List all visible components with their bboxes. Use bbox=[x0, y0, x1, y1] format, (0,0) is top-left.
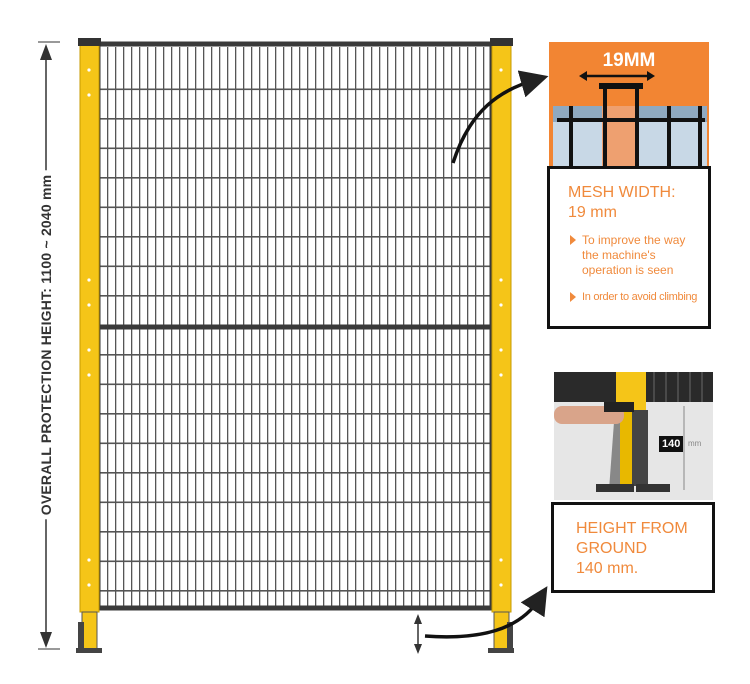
bullet-text: In order to avoid climbing bbox=[582, 291, 698, 303]
bullet-text: To improve the way the machine's operati… bbox=[582, 233, 686, 277]
ground-height-image-label: 140 bbox=[659, 436, 684, 452]
left-post bbox=[76, 38, 102, 653]
ground-detail-photo: 140 mm bbox=[554, 372, 713, 500]
ground-height-title-1: HEIGHT FROM bbox=[576, 520, 688, 537]
ground-height-value: 140 mm. bbox=[576, 560, 639, 577]
overall-height-label: OVERALL PROTECTION HEIGHT: 1100 ~ 2040 m… bbox=[38, 170, 54, 520]
mesh-width-image-label: 19MM bbox=[602, 50, 656, 71]
bullet-visibility: To improve the way the machine's operati… bbox=[568, 233, 698, 278]
bullet-triangle-icon bbox=[570, 235, 576, 245]
mesh-width-title: MESH WIDTH: bbox=[568, 184, 676, 201]
ground-height-image-unit: mm bbox=[688, 439, 702, 448]
right-post bbox=[488, 38, 514, 653]
mesh-width-info-box: MESH WIDTH: 19 mm To improve the way the… bbox=[547, 166, 711, 329]
ground-gap-arrow bbox=[414, 614, 422, 654]
ground-height-title-2: GROUND bbox=[576, 540, 648, 557]
mesh-detail-image: 19MM bbox=[549, 42, 709, 170]
callout-arrow-ground bbox=[424, 586, 548, 639]
bullet-anti-climb: In order to avoid climbing bbox=[568, 290, 698, 305]
mesh-width-value: 19 mm bbox=[568, 204, 617, 221]
ground-height-info-box: HEIGHT FROM GROUND 140 mm. bbox=[551, 502, 715, 593]
callout-arrow-mesh bbox=[451, 70, 549, 164]
bullet-triangle-icon bbox=[570, 292, 576, 302]
